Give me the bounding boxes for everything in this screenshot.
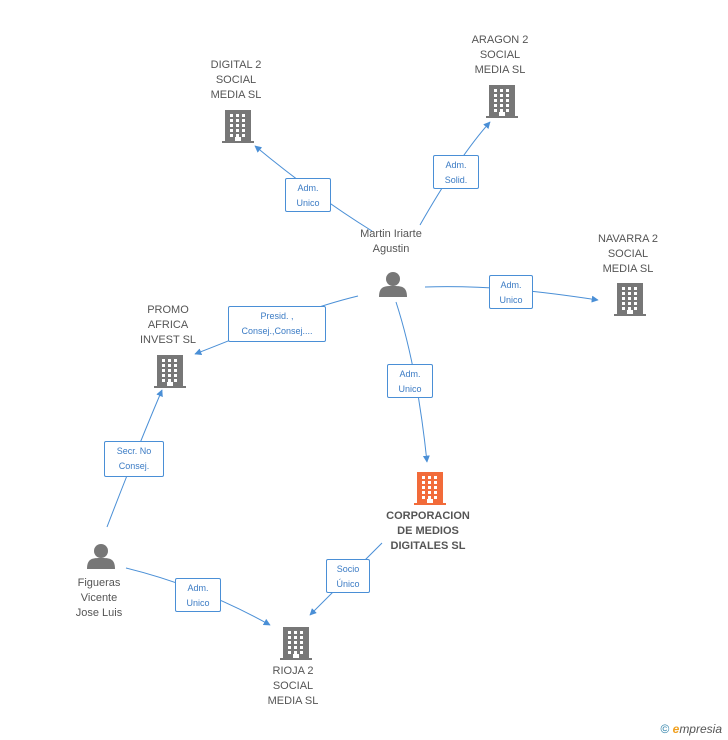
brand-logo: empresia	[672, 722, 722, 736]
node-label-line: MEDIA SL	[210, 89, 262, 101]
edge-label-line: Unico	[398, 384, 422, 394]
node-label-line: PROMO	[147, 304, 189, 316]
edge-label-line: Unico	[296, 198, 320, 208]
node-label-line: MEDIA SL	[602, 263, 654, 275]
node-label-line: SOCIAL	[272, 680, 314, 692]
copyright-icon: ©	[660, 722, 670, 736]
node-label-navarra2: NAVARRA 2 SOCIAL MEDIA SL	[598, 232, 658, 277]
node-label-line: Jose Luis	[75, 607, 123, 619]
building-icon[interactable]	[280, 627, 312, 660]
node-label-line: MEDIA SL	[474, 64, 526, 76]
node-label-aragon2: ARAGON 2 SOCIAL MEDIA SL	[472, 33, 529, 78]
node-label-promo: PROMO AFRICA INVEST SL	[140, 303, 196, 348]
node-label-line: Vicente	[80, 592, 118, 604]
edge-label-line: Adm.	[500, 280, 522, 290]
node-label-line: Agustin	[372, 243, 410, 255]
node-label-line: NAVARRA 2	[597, 233, 659, 245]
edge-label-line: Socio	[336, 564, 360, 574]
edge-label-line: Adm.	[187, 583, 209, 593]
node-label-line: MEDIA SL	[267, 695, 319, 707]
node-label-digital2: DIGITAL 2 SOCIAL MEDIA SL	[211, 58, 262, 103]
edge-label-line: Solid.	[444, 175, 468, 185]
edge-label-line: Adm.	[399, 369, 421, 379]
building-icon[interactable]	[154, 355, 186, 388]
node-label-line: SOCIAL	[479, 49, 521, 61]
edge-label-line: Consej.,Consej....	[241, 326, 313, 336]
building-icon[interactable]	[414, 472, 446, 505]
node-label-line: AFRICA	[147, 319, 189, 331]
person-icon[interactable]	[379, 272, 407, 297]
node-label-line: SOCIAL	[215, 74, 257, 86]
edge-label-martin-to-navarra2[interactable]: Adm. Unico	[489, 275, 533, 309]
edge-label-line: Consej.	[118, 461, 150, 471]
node-label-line: Figueras	[77, 577, 121, 589]
node-label-line: SOCIAL	[607, 248, 649, 260]
node-label-line: DIGITALES SL	[390, 540, 466, 552]
node-label-rioja2: RIOJA 2 SOCIAL MEDIA SL	[268, 664, 319, 709]
person-icon[interactable]	[87, 544, 115, 569]
edge-label-line: Unico	[499, 295, 523, 305]
edge-label-figueras-to-rioja2[interactable]: Adm. Unico	[175, 578, 221, 612]
building-icon[interactable]	[486, 85, 518, 118]
node-label-line: RIOJA 2	[272, 665, 314, 677]
node-label-corporacion: CORPORACION DE MEDIOS DIGITALES SL	[386, 509, 470, 554]
node-label-line: DE MEDIOS	[397, 525, 459, 537]
edge-label-line: Secr. No	[116, 446, 152, 456]
edge-label-martin-to-promo[interactable]: Presid. , Consej.,Consej....	[228, 306, 326, 342]
node-label-line: DIGITAL 2	[210, 59, 262, 71]
building-icon[interactable]	[614, 283, 646, 316]
brand-footer: © empresia	[660, 722, 722, 736]
edge-label-martin-to-digital2[interactable]: Adm. Unico	[285, 178, 331, 212]
node-label-line: CORPORACION	[386, 510, 470, 522]
edge-label-martin-to-aragon2[interactable]: Adm. Solid.	[433, 155, 479, 189]
node-label-line: INVEST SL	[139, 334, 197, 346]
node-label-line: Martin Iriarte	[360, 228, 422, 240]
edge-label-line: Presid. ,	[260, 311, 294, 321]
edge-label-line: Único	[336, 579, 360, 589]
edge-label-figueras-to-promo[interactable]: Secr. No Consej.	[104, 441, 164, 477]
edge-label-martin-to-corporacion[interactable]: Adm. Unico	[387, 364, 433, 398]
edge-label-line: Adm.	[297, 183, 319, 193]
edge-label-line: Adm.	[445, 160, 467, 170]
edge-label-line: Unico	[186, 598, 210, 608]
node-label-line: ARAGON 2	[471, 34, 529, 46]
building-icon[interactable]	[222, 110, 254, 143]
